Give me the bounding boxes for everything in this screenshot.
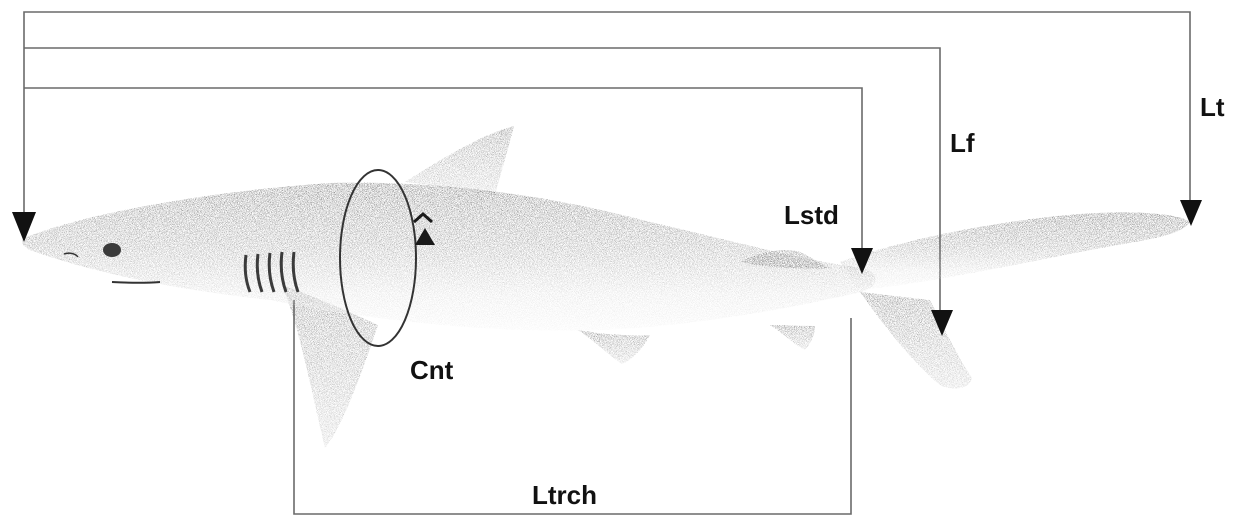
- label-ltrch: Ltrch: [532, 480, 597, 511]
- shark-mouth: [112, 282, 160, 283]
- pelvic-fin: [578, 330, 650, 364]
- label-lstd: Lstd: [784, 200, 839, 231]
- caudal-fin-lower: [860, 292, 972, 389]
- lt-measure-line: [24, 12, 1190, 228]
- shark-body: [22, 183, 876, 331]
- shark-illustration: [22, 126, 1190, 448]
- shark-eye: [103, 243, 121, 257]
- label-lt: Lt: [1200, 92, 1225, 123]
- caudal-fin-upper: [840, 212, 1190, 290]
- anal-fin: [770, 325, 815, 350]
- label-cnt: Cnt: [410, 355, 453, 386]
- label-lf: Lf: [950, 128, 975, 159]
